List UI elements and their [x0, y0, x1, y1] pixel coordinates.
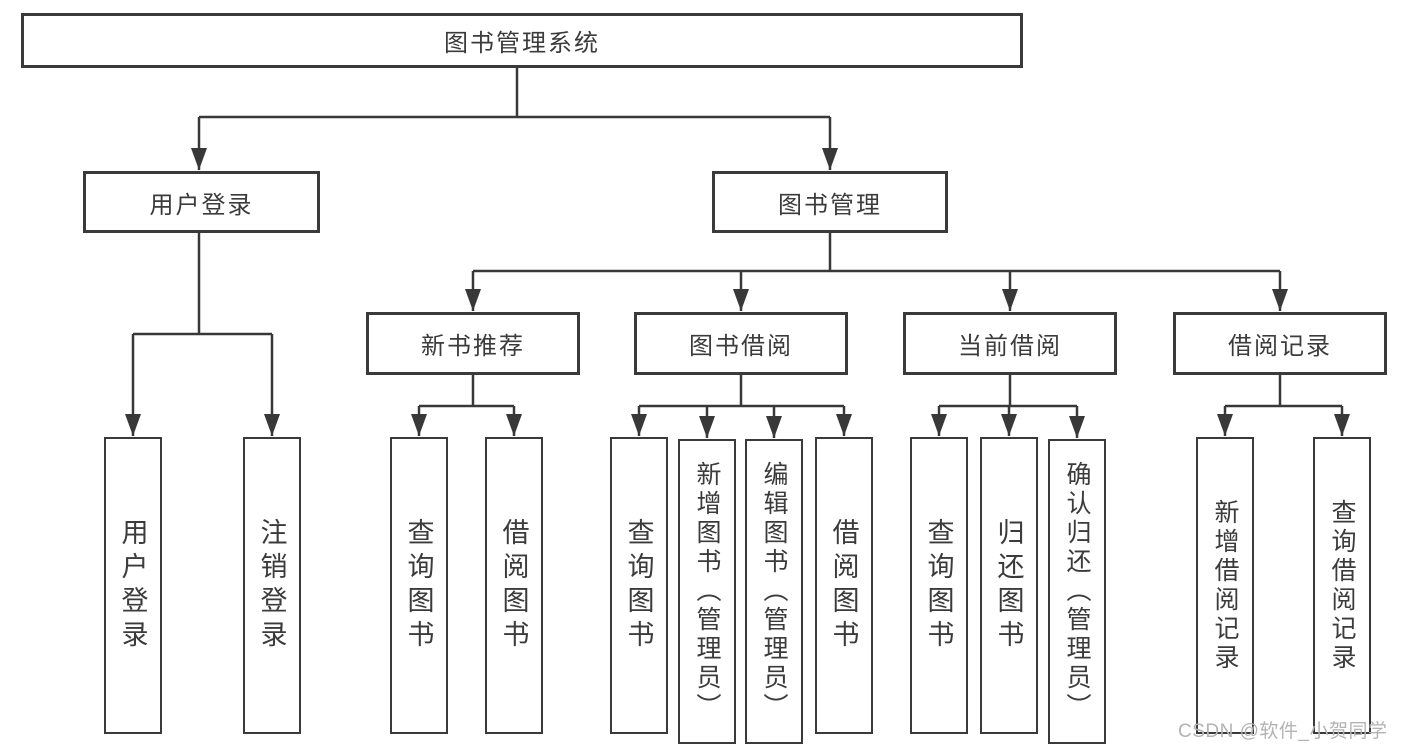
leaf-edit-books-admin: 编辑图书（管理员） — [745, 439, 803, 744]
node-book-management: 图书管理 — [712, 171, 948, 233]
leaf-query-books-borrow: 查询图书 — [610, 437, 668, 734]
node-new-book-recommendation: 新书推荐 — [366, 312, 580, 375]
leaf-add-books-admin: 新增图书（管理员） — [678, 439, 736, 744]
node-label: 用户登录 — [149, 191, 254, 219]
node-label: 用户登录 — [117, 517, 148, 654]
node-label: 新增借阅记录 — [1211, 498, 1239, 673]
node-label: 借阅图书 — [828, 517, 859, 654]
leaf-query-books-current: 查询图书 — [910, 437, 968, 734]
node-user-login: 用户登录 — [83, 171, 320, 233]
node-label: 借阅图书 — [498, 517, 529, 654]
leaf-logout: 注销登录 — [243, 437, 301, 734]
leaf-borrow-books-borrow: 借阅图书 — [815, 437, 873, 734]
leaf-user-login: 用户登录 — [104, 437, 162, 734]
csdn-watermark: CSDN @软件_小贺同学 — [1178, 721, 1388, 742]
node-library-management-system: 图书管理系统 — [21, 13, 1023, 68]
node-label: 查询图书 — [403, 517, 434, 654]
leaf-confirm-return-admin: 确认归还（管理员） — [1048, 439, 1106, 744]
node-label: 图书管理 — [778, 191, 882, 219]
leaf-add-borrow-record: 新增借阅记录 — [1196, 437, 1254, 734]
leaf-query-borrow-record: 查询借阅记录 — [1313, 437, 1371, 734]
node-label: 注销登录 — [256, 517, 287, 654]
node-current-borrowing: 当前借阅 — [903, 312, 1117, 375]
node-label: 查询图书 — [923, 517, 954, 654]
node-label: 图书借阅 — [689, 333, 793, 360]
node-label: 归还图书 — [993, 517, 1024, 654]
node-label: 查询图书 — [623, 517, 654, 654]
node-book-borrowing: 图书借阅 — [634, 312, 848, 375]
node-label: 当前借阅 — [958, 333, 1062, 360]
node-label: 查询借阅记录 — [1328, 498, 1356, 673]
node-label: 图书管理系统 — [444, 30, 600, 57]
node-label: 新书推荐 — [421, 333, 525, 360]
node-label: 新增图书（管理员） — [693, 461, 721, 722]
leaf-borrow-books-recommend: 借阅图书 — [485, 437, 543, 734]
leaf-query-books-recommend: 查询图书 — [390, 437, 448, 734]
node-label: 编辑图书（管理员） — [760, 461, 788, 722]
node-label: 确认归还（管理员） — [1063, 461, 1091, 722]
node-borrowing-records: 借阅记录 — [1173, 312, 1387, 375]
leaf-return-books: 归还图书 — [980, 437, 1038, 734]
node-label: 借阅记录 — [1228, 333, 1332, 360]
